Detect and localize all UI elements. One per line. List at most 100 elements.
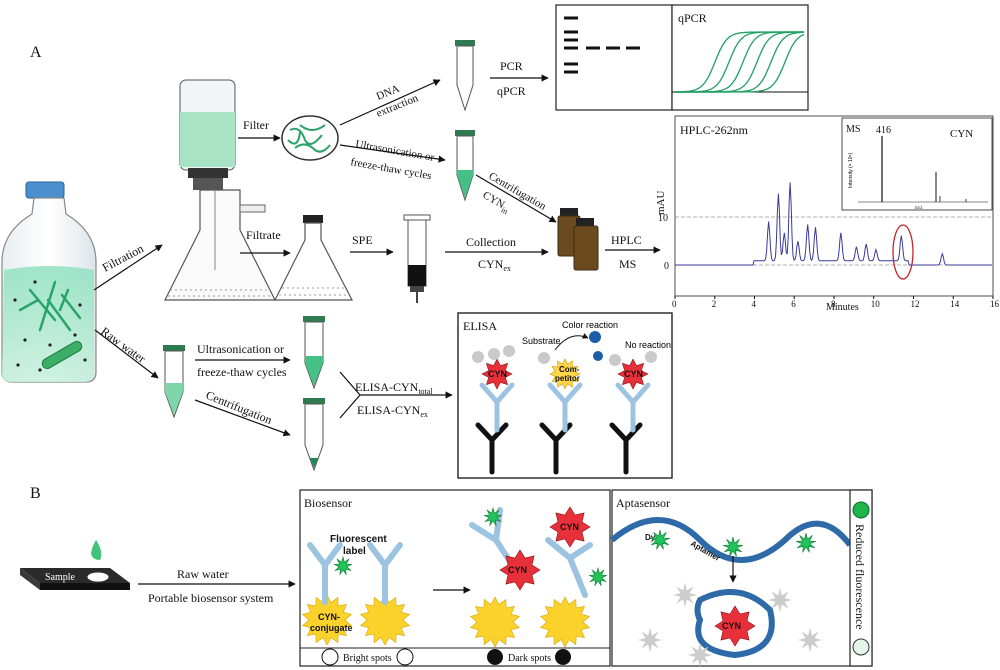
raw-water-b-label: Raw water: [177, 567, 229, 581]
tube-ultrasonicated-icon: [303, 316, 325, 390]
tube-centrifuged-icon: [303, 398, 325, 472]
qpcr-curve: [675, 33, 805, 93]
filter-membrane-icon: [281, 115, 339, 161]
tube-raw-water-icon: [163, 345, 185, 419]
spe-cartridge-icon: [403, 214, 431, 303]
cyn-ex-label: CYN: [478, 257, 504, 271]
ms-label: MS: [619, 257, 636, 271]
raw-water-label: Raw water: [98, 324, 148, 366]
qpcr-title: qPCR: [678, 11, 707, 25]
aptasensor-panel: Aptasensor Dye Aptamer CYN: [610, 489, 873, 667]
hplc-xtick-label: 12: [911, 299, 920, 309]
yellow-star: [539, 596, 591, 648]
cyn-in-sub: in: [500, 205, 510, 216]
qpcr-curves: [675, 31, 805, 93]
hplc-xlabel: Minutes: [826, 302, 859, 313]
aptasensor-stars: [638, 529, 822, 667]
qpcr-plot: qPCR: [671, 4, 809, 111]
apt-cyn-label: CYN: [722, 621, 741, 631]
ms-ylabel: Intensity (× 10⁶): [848, 152, 854, 188]
green-star: [588, 566, 608, 587]
biosensor-cyn-stars: [499, 506, 591, 591]
dark-spots-label: Dark spots: [508, 653, 551, 664]
elisa-cyn-total-label: ELISA-CYN: [355, 380, 419, 394]
grey-star: [688, 643, 712, 667]
competitor-2: petitor: [555, 374, 580, 383]
elisa-cyn-3: CYN: [624, 369, 643, 379]
elisa-ex-sub: ex: [420, 410, 428, 419]
hplc-ylabel: mAU: [655, 191, 667, 216]
cyn-ex-sub: ex: [503, 264, 511, 273]
hplc-title: HPLC-262nm: [680, 123, 749, 137]
hplc-xtick-label: 10: [871, 299, 881, 309]
fluor-label-1: Fluorescent: [330, 534, 387, 545]
aptasensor-title: Aptasensor: [616, 496, 670, 510]
elisa-title: ELISA: [463, 319, 497, 333]
reduced-fluorescence-label: Reduced fluorescence: [853, 524, 867, 630]
filtrate-label: Filtrate: [246, 228, 281, 242]
svg-text:ELISA-CYNex: ELISA-CYNex: [357, 403, 428, 419]
dye-star: [723, 536, 743, 557]
ultrasonication-2-line2: freeze-thaw cycles: [197, 365, 287, 379]
elisa-cyn-ex-label: ELISA-CYN: [357, 403, 421, 417]
yellow-star: [359, 594, 411, 646]
tube-dna-icon: [455, 40, 475, 112]
ms-cyn-label: CYN: [950, 128, 973, 140]
cyn-star: [714, 605, 756, 647]
water-bottle-icon: [1, 181, 97, 383]
hplc-xtick-label: 14: [950, 299, 960, 309]
sample-vials-icon: [557, 208, 599, 271]
elisa-cyn-star-3: [617, 358, 649, 390]
filtration-apparatus-icon: [164, 79, 276, 301]
ms-label-inset: MS: [846, 124, 860, 135]
spe-label: SPE: [352, 233, 373, 247]
conjugate-label-1: CYN-: [318, 612, 340, 622]
hplc-xtick-label: 6: [791, 299, 796, 309]
hplc-xtick-label: 4: [752, 299, 757, 309]
sample-chip-icon: [20, 540, 130, 590]
grey-star: [673, 583, 697, 607]
hplc-xtick-label: 16: [990, 299, 1000, 309]
cyn-star: [549, 506, 591, 548]
competitor-star: [549, 358, 581, 390]
grey-star: [798, 628, 822, 652]
svg-text:CYNex: CYNex: [478, 257, 511, 273]
dye-label: Dye: [645, 533, 660, 542]
hplc-xtick-label: 0: [672, 299, 677, 309]
hplc-xtick-label: 8: [831, 299, 836, 309]
elisa-no-reaction: No reaction: [625, 340, 671, 350]
ms-xlabel: m/z: [915, 206, 923, 211]
cyn-star: [617, 358, 649, 390]
gel-electrophoresis: [555, 4, 673, 111]
elisa-total-sub: total: [418, 387, 433, 396]
elisa-substrate: Substrate: [522, 336, 561, 346]
panel-b-label: B: [30, 485, 41, 502]
elisa-color-reaction: Color reaction: [562, 320, 618, 330]
dye-star: [796, 532, 816, 553]
tube-lysate-icon: [455, 130, 475, 202]
cyn-peak-highlight: [892, 224, 914, 280]
ultrasonication-2-line1: Ultrasonication or: [197, 342, 284, 356]
hplc-label: HPLC: [611, 233, 642, 247]
pcr-label: PCR: [500, 59, 523, 73]
bright-spots-label: Bright spots: [343, 653, 392, 664]
svg-text:ELISA-CYNtotal: ELISA-CYNtotal: [355, 380, 433, 396]
hplc-ytick-0: 0: [664, 261, 669, 272]
bio-cyn-1: CYN: [508, 565, 527, 575]
cyn-conjugate-stars: [301, 594, 591, 648]
competitor-1: Com-: [559, 365, 580, 374]
panel-a-label: A: [30, 44, 42, 61]
bio-cyn-2: CYN: [560, 522, 579, 532]
hplc-ytick-10: 10: [658, 213, 668, 224]
green-star: [333, 555, 353, 576]
flask-icon: [274, 215, 353, 301]
elisa-panel: ELISA Substrate Color reaction No reacti…: [457, 312, 673, 479]
reduced-fluorescence-bar: Reduced fluorescence: [849, 489, 873, 667]
biosensor-panel: Biosensor Fluorescent label Bright spots…: [299, 489, 611, 667]
green-star: [483, 506, 503, 527]
conjugate-label-2: conjugate: [310, 623, 353, 633]
sample-label: Sample: [45, 572, 76, 583]
